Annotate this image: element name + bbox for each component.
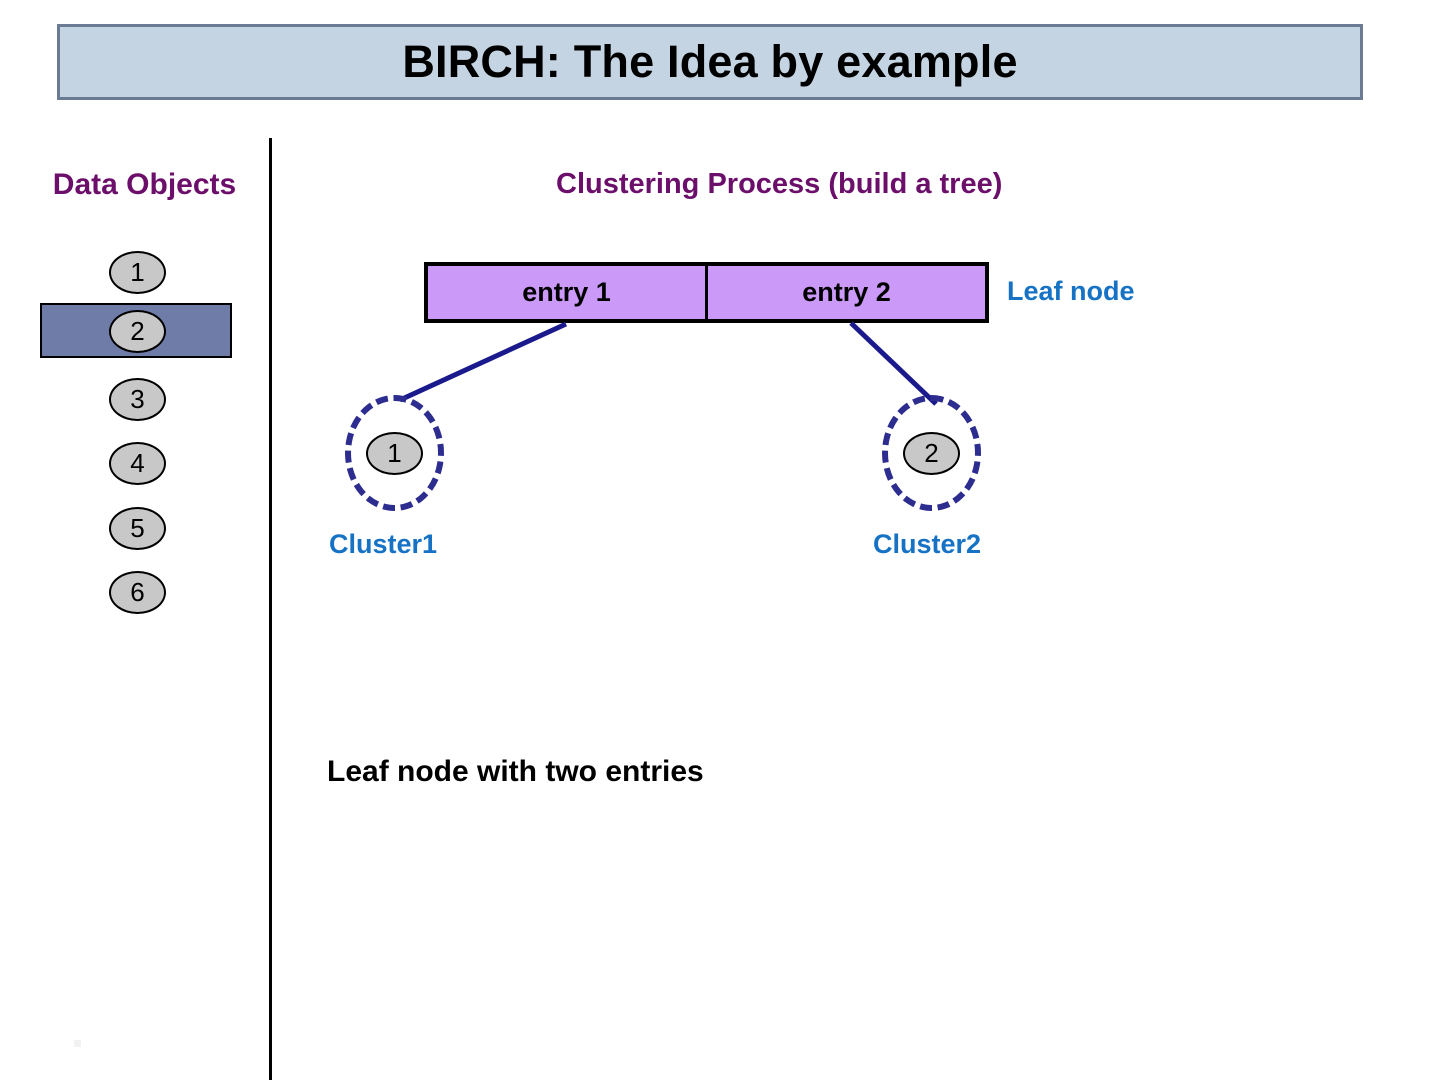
data-object-1[interactable]: 1	[109, 251, 166, 294]
clustering-process-heading: Clustering Process (build a tree)	[556, 168, 1003, 200]
data-objects-heading: Data Objects	[52, 168, 237, 201]
leaf-node-annotation: Leaf node	[1007, 276, 1135, 306]
data-object-3[interactable]: 3	[109, 378, 166, 421]
cluster-label-1: Cluster1	[329, 529, 438, 559]
cluster-point-1[interactable]: 1	[366, 432, 423, 475]
leaf-node-box: entry 1 entry 2	[424, 262, 989, 323]
connector-entry1-to-cluster1	[398, 321, 568, 403]
data-object-2[interactable]: 2	[109, 310, 166, 353]
leaf-entry-1[interactable]: entry 1	[428, 266, 708, 319]
data-object-4[interactable]: 4	[109, 442, 166, 485]
data-object-5[interactable]: 5	[109, 507, 166, 550]
cluster-ring-2	[882, 395, 981, 511]
connector-entry2-to-cluster2	[849, 321, 938, 406]
leaf-entry-2[interactable]: entry 2	[708, 266, 985, 319]
cluster-point-2[interactable]: 2	[903, 432, 960, 475]
data-object-6[interactable]: 6	[109, 571, 166, 614]
slide-title-bar: BIRCH: The Idea by example	[57, 24, 1363, 100]
column-divider	[269, 138, 272, 1080]
page-title: BIRCH: The Idea by example	[402, 36, 1018, 87]
corner-mark	[74, 1040, 81, 1047]
cluster-label-2: Cluster2	[873, 529, 982, 559]
leaf-node-caption: Leaf node with two entries	[327, 755, 704, 788]
cluster-ring-1	[345, 395, 444, 511]
